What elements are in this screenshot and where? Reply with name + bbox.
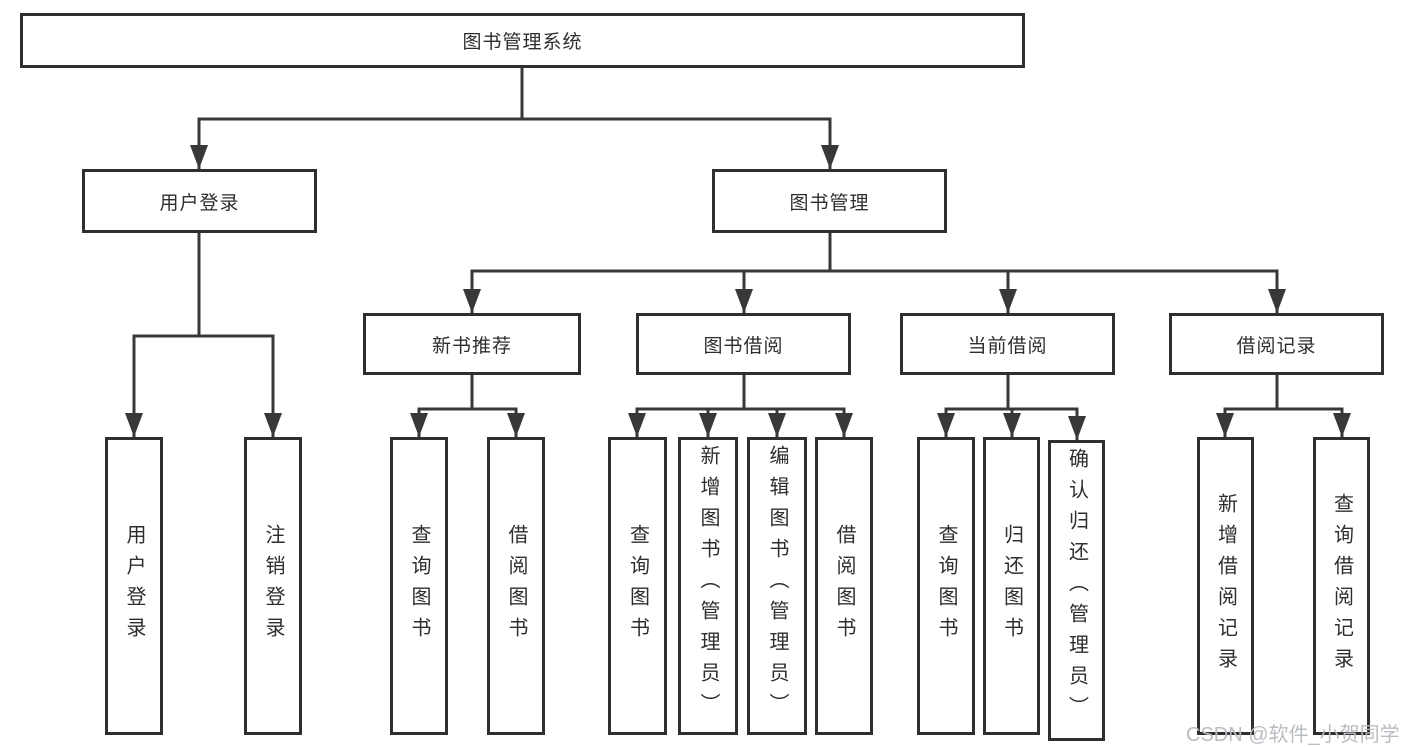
leaf-borrow-books-borrow-label: 借阅图书	[833, 524, 855, 648]
leaf-add-borrow-record-label: 新增借阅记录	[1214, 493, 1237, 679]
leaf-query-borrow-record: 查询借阅记录	[1313, 437, 1370, 735]
node-book-management-label: 图书管理	[789, 192, 870, 214]
node-user-login: 用户登录	[82, 169, 317, 233]
connector-bookborrow-to-leaves	[635, 373, 846, 439]
leaf-logout: 注销登录	[244, 437, 302, 735]
node-book-borrow: 图书借阅	[636, 313, 851, 375]
leaf-edit-book-admin: 编辑图书（管理员）	[747, 437, 807, 735]
connector-bookmgmt-to-groups	[470, 231, 1279, 315]
leaf-query-books-borrow: 查询图书	[608, 437, 667, 735]
node-borrow-records: 借阅记录	[1169, 313, 1384, 375]
node-new-book-recommend: 新书推荐	[363, 313, 581, 375]
connector-newbook-to-leaves	[417, 373, 518, 439]
leaf-add-book-admin-label: 新增图书（管理员）	[697, 445, 719, 724]
leaf-return-books-label: 归还图书	[1000, 524, 1023, 648]
connector-root-to-level2	[197, 66, 832, 171]
leaf-borrow-books-recommend: 借阅图书	[487, 437, 545, 735]
leaf-query-books-borrow-label: 查询图书	[626, 524, 649, 648]
leaf-query-borrow-record-label: 查询借阅记录	[1330, 493, 1353, 679]
leaf-user-login-label: 用户登录	[123, 524, 145, 648]
leaf-logout-label: 注销登录	[262, 524, 284, 648]
leaf-return-books: 归还图书	[983, 437, 1040, 735]
connector-records-to-leaves	[1223, 373, 1344, 439]
connector-userlogin-to-leaves	[132, 231, 275, 439]
node-book-borrow-label: 图书借阅	[703, 335, 784, 357]
leaf-user-login: 用户登录	[105, 437, 163, 735]
node-book-management: 图书管理	[712, 169, 947, 233]
leaf-query-books-recommend: 查询图书	[390, 437, 448, 735]
leaf-borrow-books-recommend-label: 借阅图书	[505, 524, 527, 648]
leaf-add-borrow-record: 新增借阅记录	[1197, 437, 1254, 735]
node-current-borrow: 当前借阅	[900, 313, 1115, 375]
csdn-watermark: CSDN @软件_小贺同学	[1186, 724, 1400, 746]
leaf-borrow-books-borrow: 借阅图书	[815, 437, 873, 735]
node-root-label: 图书管理系统	[462, 32, 583, 53]
leaf-edit-book-admin-label: 编辑图书（管理员）	[766, 445, 788, 724]
node-user-login-label: 用户登录	[159, 192, 240, 214]
node-current-borrow-label: 当前借阅	[967, 335, 1048, 357]
node-borrow-records-label: 借阅记录	[1236, 335, 1317, 357]
leaf-confirm-return-admin: 确认归还（管理员）	[1048, 440, 1105, 741]
node-new-book-recommend-label: 新书推荐	[431, 335, 512, 357]
leaf-query-books-current: 查询图书	[917, 437, 975, 735]
leaf-add-book-admin: 新增图书（管理员）	[678, 437, 738, 735]
node-root: 图书管理系统	[20, 13, 1025, 68]
arrowheads	[125, 145, 1351, 440]
leaf-confirm-return-admin-label: 确认归还（管理员）	[1065, 448, 1088, 727]
leaf-query-books-recommend-label: 查询图书	[408, 524, 430, 648]
leaf-query-books-current-label: 查询图书	[935, 524, 957, 648]
